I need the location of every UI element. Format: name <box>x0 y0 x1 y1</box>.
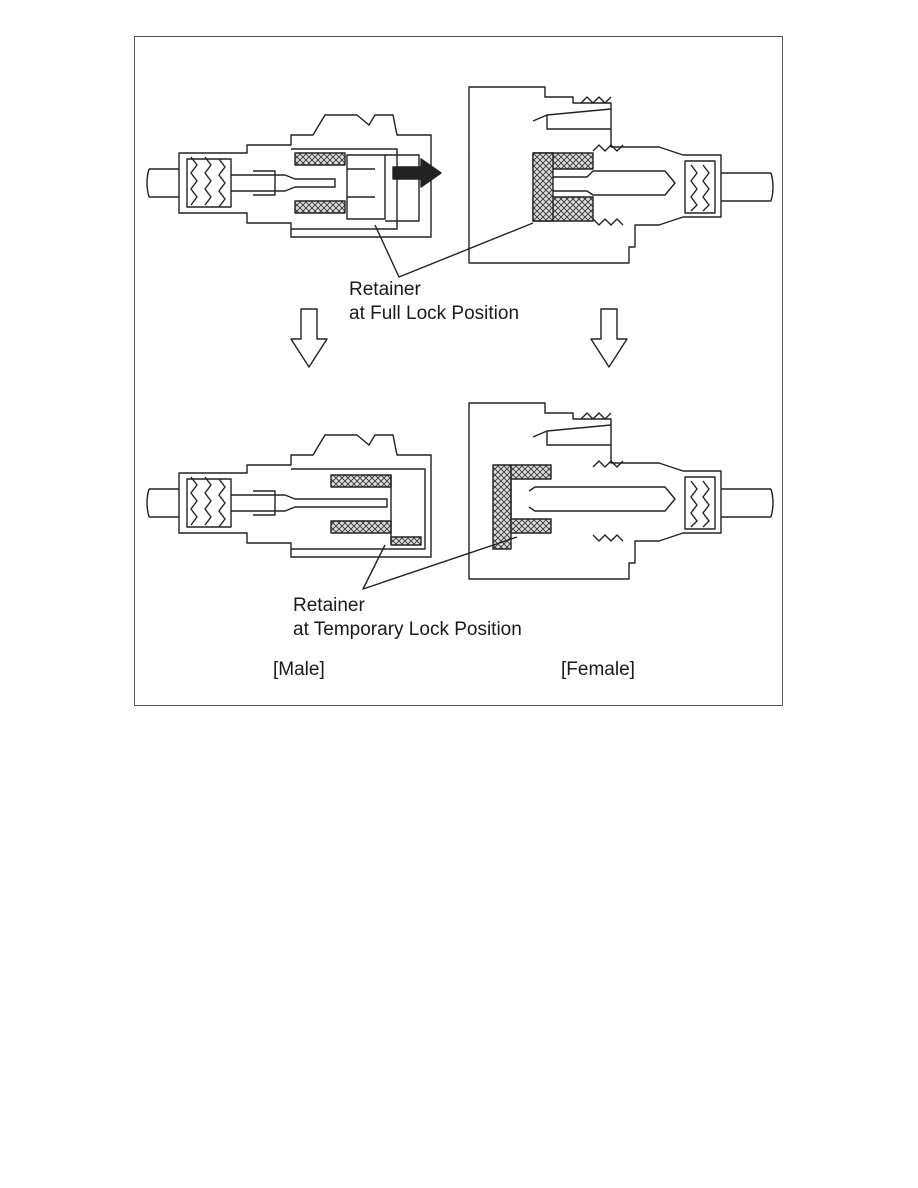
insertion-arrow-right <box>392 158 442 188</box>
callout-temporary-line2: at Temporary Lock Position <box>293 619 522 640</box>
female-connector-temporary-lock <box>468 402 774 580</box>
connector-diagram-frame: Retainer at Full Lock Position Retainer … <box>134 36 783 706</box>
callout-leader-temporary <box>362 536 518 590</box>
down-arrow-male <box>290 308 328 368</box>
callout-full-line1: Retainer <box>349 279 421 300</box>
callout-temporary-line1: Retainer <box>293 595 365 616</box>
down-arrow-female <box>590 308 628 368</box>
female-rubber-seal-2 <box>684 476 716 530</box>
male-connector-temporary-lock <box>146 434 432 558</box>
label-female: [Female] <box>561 659 635 680</box>
female-rubber-seal <box>684 160 716 214</box>
callout-full-lock: Retainer at Full Lock Position <box>349 279 519 324</box>
callout-temporary-lock: Retainer at Temporary Lock Position <box>293 595 522 640</box>
callout-leader-full <box>374 222 534 278</box>
callout-full-line2: at Full Lock Position <box>349 303 519 324</box>
female-connector-full-lock <box>468 86 774 264</box>
male-connector-full-lock <box>146 114 432 238</box>
male-rubber-seal-2 <box>186 476 232 528</box>
connector-diagram: Retainer at Full Lock Position Retainer … <box>146 86 774 680</box>
label-male: [Male] <box>273 659 325 680</box>
male-rubber-seal <box>186 156 232 208</box>
